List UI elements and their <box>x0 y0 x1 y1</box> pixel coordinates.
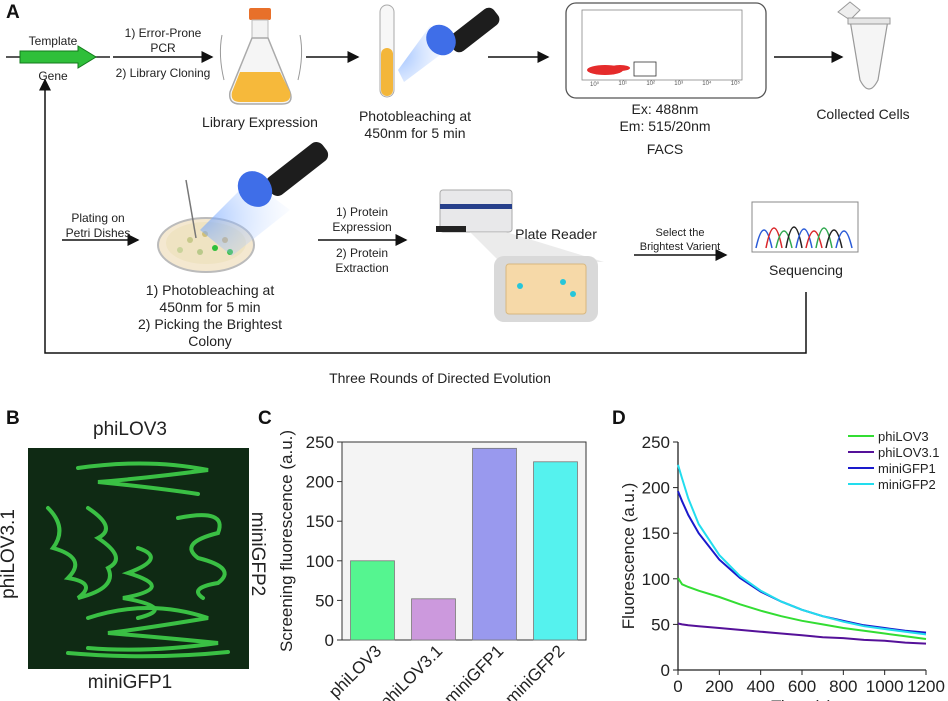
collection-tube-icon <box>837 1 891 90</box>
x-tick-label: miniGFP2 <box>501 641 568 701</box>
x-tick-label: miniGFP1 <box>440 641 507 701</box>
y-tick-label: 100 <box>306 552 334 571</box>
bar <box>472 447 517 641</box>
y-tick-label: 200 <box>642 479 670 498</box>
panel-d-letter: D <box>612 408 626 429</box>
facs-plot-icon <box>565 2 767 99</box>
flashlight-icon <box>398 7 500 82</box>
x-axis-label: Time (s) <box>771 697 833 701</box>
library-expression-label: Library Expression <box>202 114 318 130</box>
facs-em-label: Em: 515/20nm <box>619 118 711 134</box>
x-tick-label: 800 <box>829 677 857 696</box>
legend-label: miniGFP2 <box>878 477 936 492</box>
plate-label-left: phiLOV3.1 <box>0 509 19 599</box>
plate-reader-icon <box>436 189 604 322</box>
protein-line3: 2) Protein <box>335 246 389 260</box>
y-tick-label: 0 <box>325 631 334 650</box>
bar-chart-screening: 0 50 100 150 200 250 phiLOV3phiLOV3.1miniGFP1m… <box>277 430 587 701</box>
test-tube-icon <box>379 4 395 98</box>
facs-tick: 10³ <box>674 81 683 87</box>
y-tick-label: 100 <box>642 570 670 589</box>
facs-tick: 10⁵ <box>730 81 740 87</box>
dish-line3: 2) Picking the Brightest <box>138 316 282 332</box>
rounds-label: Three Rounds of Directed Evolution <box>329 370 551 386</box>
legend-label: phiLOV3 <box>878 429 929 444</box>
y-axis-label: Screening fluorescence (a.u.) <box>277 430 296 652</box>
dish-line4: Colony <box>188 333 232 349</box>
y-tick-label: 150 <box>306 512 334 531</box>
facs-tick: 10² <box>646 81 655 87</box>
protein-line2: Expression <box>332 220 392 234</box>
legend-label: miniGFP1 <box>878 461 936 476</box>
x-tick-label: 1000 <box>866 677 904 696</box>
panel-c-letter: C <box>258 408 272 429</box>
dish-line2: 450nm for 5 min <box>159 299 261 315</box>
x-tick-label: phiLOV3.1 <box>376 641 446 701</box>
template-label-line1: Template <box>28 34 78 48</box>
dish-line1: 1) Photobleaching at <box>145 282 275 298</box>
y-tick-label: 250 <box>642 433 670 452</box>
chromatogram-icon <box>751 201 859 253</box>
legend-label: phiLOV3.1 <box>878 445 939 460</box>
series-line <box>677 490 927 634</box>
sequencing-label: Sequencing <box>769 262 843 278</box>
facs-tick: 10⁰ <box>590 82 600 88</box>
select-line2: Brightest Varient <box>639 241 721 253</box>
facs-tick: 10¹ <box>618 81 628 87</box>
facs-label: FACS <box>646 141 684 157</box>
loop-line <box>39 78 807 354</box>
step1-line1: 1) Error-Prone <box>124 26 202 40</box>
step1-line2: PCR <box>150 41 176 55</box>
protein-line1: 1) Protein <box>335 205 389 219</box>
y-tick-label: 50 <box>651 615 670 634</box>
y-tick-label: 250 <box>306 433 334 452</box>
template-gene-icon <box>6 45 110 69</box>
x-tick-label: phiLOV3 <box>325 641 385 701</box>
plating-line1: Plating on <box>71 211 125 225</box>
panel-a-letter: A <box>6 2 20 23</box>
select-line1: Select the <box>655 227 705 239</box>
x-tick-label: 1200 <box>907 677 945 696</box>
plate-label-bottom: miniGFP1 <box>87 672 173 693</box>
series-line <box>677 577 927 640</box>
x-tick-label: 200 <box>705 677 733 696</box>
bar <box>350 560 395 641</box>
x-tick-label: 400 <box>746 677 774 696</box>
plating-line2: Petri Dishes <box>65 226 131 240</box>
workflow-diagram <box>6 1 891 354</box>
bar <box>533 461 578 641</box>
y-tick-label: 200 <box>306 473 334 492</box>
plate-label-top: phiLOV3 <box>93 419 167 440</box>
facs-tick: 10⁴ <box>702 81 712 87</box>
x-tick-label: 600 <box>788 677 816 696</box>
y-tick-label: 50 <box>315 591 334 610</box>
y-tick-label: 150 <box>642 524 670 543</box>
bar <box>411 598 456 641</box>
protein-line4: Extraction <box>335 261 389 275</box>
fluorescent-plate-image <box>28 448 249 669</box>
photobleach-line2: 450nm for 5 min <box>364 125 466 141</box>
x-tick-label: 0 <box>673 677 682 696</box>
facs-ex-label: Ex: 488nm <box>631 101 699 117</box>
step1-line3: 2) Library Cloning <box>115 66 211 80</box>
y-tick-label: 0 <box>661 661 670 680</box>
plate-reader-label: Plate Reader <box>515 226 597 242</box>
template-label-line2: Gene <box>38 69 68 83</box>
y-axis-label: Fluorescence (a.u.) <box>619 483 638 629</box>
panel-b-letter: B <box>6 408 20 429</box>
photobleach-line1: Photobleaching at <box>358 108 472 124</box>
facs-axis-ticks: 10⁰ 10¹ 10² 10³ 10⁴ 10⁵ <box>590 81 740 88</box>
series-line <box>677 464 927 636</box>
flask-icon <box>219 8 303 105</box>
series-line <box>677 622 927 645</box>
petri-dish-icon <box>157 142 329 273</box>
collected-cells-label: Collected Cells <box>816 106 910 122</box>
